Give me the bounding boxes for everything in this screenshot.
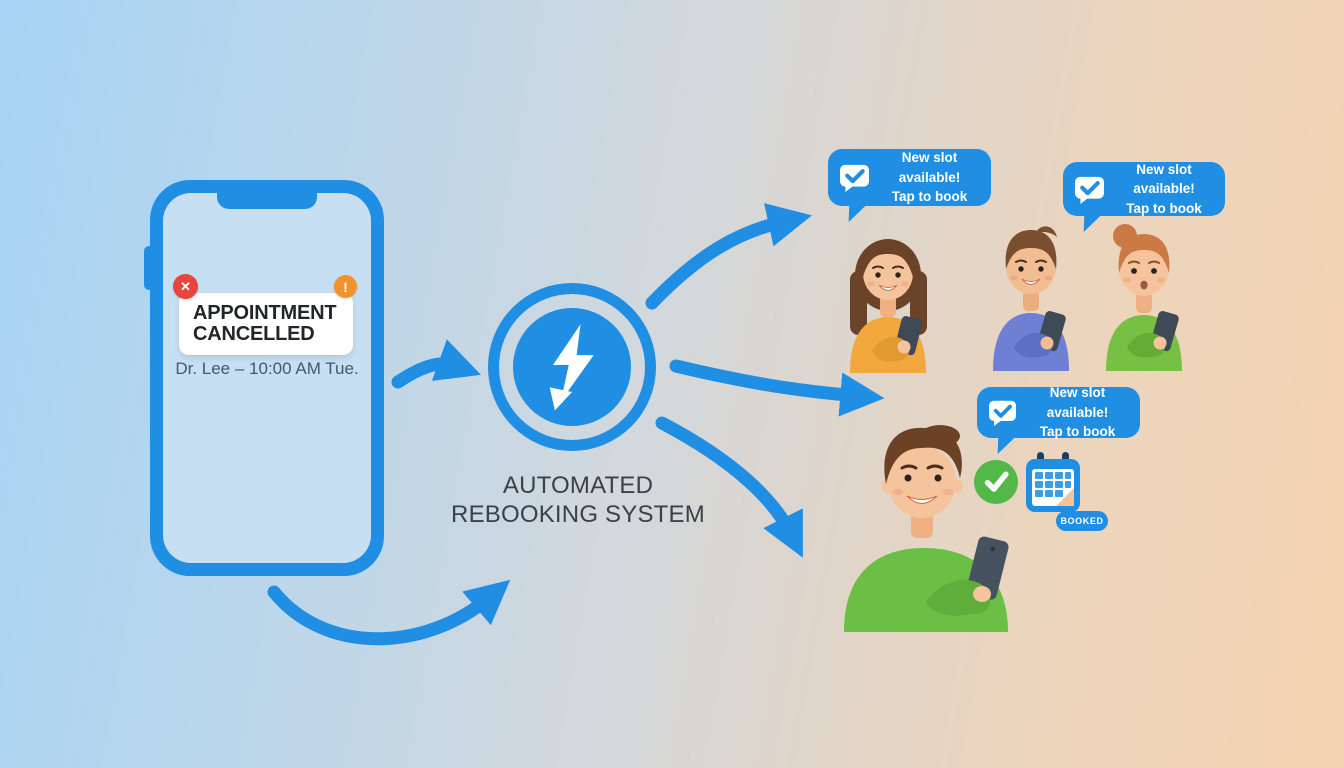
hub-label-line1: AUTOMATED xyxy=(502,472,654,499)
booked-badge: BOOKED xyxy=(1056,511,1108,531)
hub-outer-ring xyxy=(488,283,656,451)
bubble-line2: Tap to book xyxy=(891,189,968,205)
alert-icon: ! xyxy=(334,275,357,298)
phone-notch xyxy=(217,193,317,209)
cancel-icon: ✕ xyxy=(173,274,198,299)
notification-bubble-2[interactable]: New slot available! Tap to book xyxy=(1063,162,1225,216)
message-check-icon xyxy=(989,400,1016,426)
notification-title: APPOINTMENT CANCELLED xyxy=(193,301,337,345)
calendar-icon xyxy=(1026,452,1080,512)
phone-screen xyxy=(163,193,371,563)
notification-bubble-1[interactable]: New slot available! Tap to book xyxy=(828,149,991,206)
success-check-icon xyxy=(974,460,1018,504)
hub-label-line2: REBOOKING SYSTEM xyxy=(451,501,705,529)
arrow-phone-to-hub xyxy=(391,339,481,389)
arrow-phone-loop xyxy=(267,579,511,646)
patient-man-blue xyxy=(993,226,1069,371)
message-check-icon xyxy=(1075,176,1104,204)
arrow-hub-to-group xyxy=(669,359,885,417)
message-check-icon xyxy=(840,164,869,192)
bubble-line2: Tap to book xyxy=(1039,424,1116,440)
bubble-line1: New slot available! xyxy=(1046,385,1109,420)
patient-man-rebooked xyxy=(844,425,1009,632)
bubble-line1: New slot available! xyxy=(1133,161,1195,197)
patient-woman-orange xyxy=(850,239,927,373)
lightning-icon xyxy=(549,324,594,411)
appointment-details: Dr. Lee – 10:00 AM Tue. xyxy=(175,359,359,378)
bubble-line1: New slot available! xyxy=(898,150,961,185)
phone-side-button xyxy=(144,246,154,290)
phone xyxy=(150,180,384,576)
patient-woman-green xyxy=(1106,224,1182,371)
bubble-line2: Tap to book xyxy=(1126,200,1202,216)
hub-label: AUTOMATED REBOOKING SYSTEM xyxy=(428,471,728,530)
notification-bubble-3[interactable]: New slot available! Tap to book xyxy=(977,385,1140,439)
cancellation-notification[interactable]: ✕ ! APPOINTMENT CANCELLED xyxy=(173,274,357,355)
hub-circle xyxy=(513,308,631,426)
arrow-hub-to-bubble1 xyxy=(645,203,812,310)
